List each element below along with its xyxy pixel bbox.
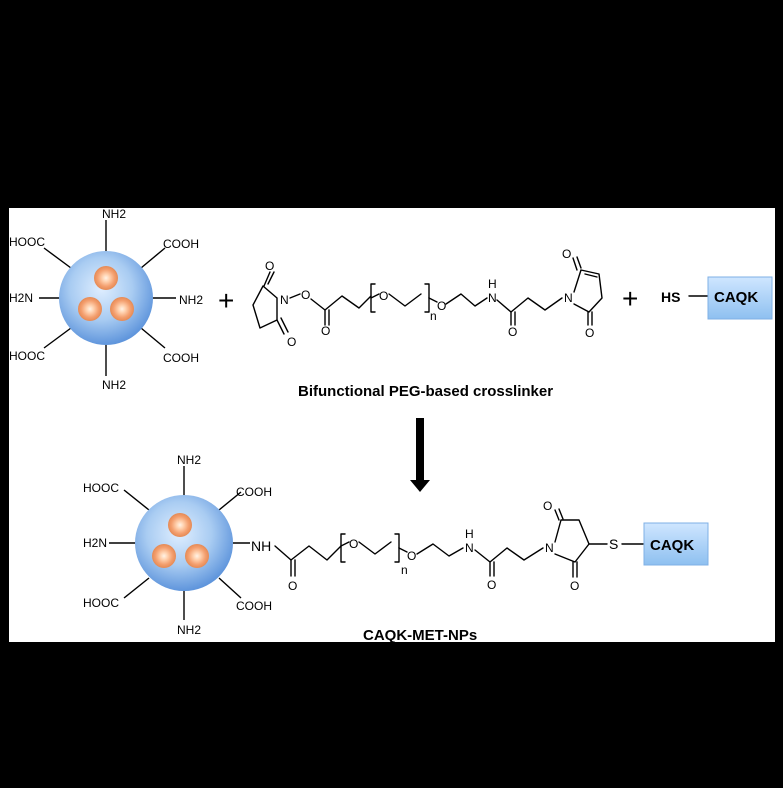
product-nanoparticle: NH2 HOOC COOH H2N HOOC COOH NH2 [83, 453, 272, 637]
atom-n: N [280, 293, 289, 307]
atom-o: O [349, 537, 358, 551]
peptide-box [643, 522, 709, 566]
nanoparticle-shell [135, 495, 233, 591]
drug-particle [110, 297, 134, 321]
atom-o: O [562, 247, 571, 261]
atom-o: O [379, 289, 388, 303]
drug-particle [152, 544, 176, 568]
atom-n: N [465, 541, 474, 555]
atom-o: O [437, 299, 446, 313]
atom-o: O [288, 579, 297, 593]
np-label-bottom: NH2 [102, 378, 126, 392]
np-label-lower-left: HOOC [83, 596, 119, 610]
atom-o: O [265, 259, 274, 273]
np-label-upper-left: HOOC [9, 235, 45, 249]
atom-o: O [287, 335, 296, 349]
plus-sign: + [622, 283, 638, 314]
drug-particle [94, 266, 118, 290]
peptide-label: CAQK [650, 537, 694, 554]
peptide-label: CAQK [714, 289, 758, 306]
crosslinker-caption: Bifunctional PEG-based crosslinker [298, 383, 553, 400]
product-caption: CAQK-MET-NPs [363, 627, 477, 642]
scheme-panel: NH2 HOOC COOH H2N NH2 HOOC COOH NH2 + O … [9, 208, 775, 642]
drug-particle [78, 297, 102, 321]
atom-o: O [487, 578, 496, 592]
drug-particle [185, 544, 209, 568]
np-label-lower-left: HOOC [9, 349, 45, 363]
atom-h: H [465, 527, 474, 541]
atom-o: O [301, 288, 310, 302]
thiol-label: HS [661, 289, 680, 305]
atom-o: O [321, 324, 330, 338]
product-linker: NH O O n O H N O N O O S CAQK [251, 499, 709, 593]
plus-sign: + [218, 285, 234, 316]
reactant-nanoparticle: NH2 HOOC COOH H2N NH2 HOOC COOH NH2 [9, 208, 203, 392]
np-label-top: NH2 [102, 208, 126, 221]
crosslinker-structure: O O N O O O n O H N O N O O [252, 247, 603, 349]
atom-h: H [488, 277, 497, 291]
np-label-bottom: NH2 [177, 623, 201, 637]
sulfur-label: S [609, 536, 618, 552]
atom-n: N [564, 291, 573, 305]
thiol-peptide: HS CAQK [661, 276, 773, 320]
reaction-arrow [410, 418, 430, 492]
repeat-n: n [401, 563, 408, 577]
peptide-box [707, 276, 773, 320]
atom-o: O [407, 549, 416, 563]
np-label-left: H2N [9, 291, 33, 305]
np-label-lower-right: COOH [236, 599, 272, 613]
atom-o: O [585, 326, 594, 340]
np-label-left: H2N [83, 536, 107, 550]
reaction-scheme: NH2 HOOC COOH H2N NH2 HOOC COOH NH2 + O … [9, 208, 773, 642]
np-label-top: NH2 [177, 453, 201, 467]
amide-nh: NH [251, 538, 271, 554]
drug-particle [168, 513, 192, 537]
np-label-upper-left: HOOC [83, 481, 119, 495]
np-label-lower-right: COOH [163, 351, 199, 365]
repeat-n: n [430, 309, 437, 323]
np-label-upper-right: COOH [163, 237, 199, 251]
np-label-right: NH2 [179, 293, 203, 307]
atom-o: O [508, 325, 517, 339]
atom-n: N [545, 541, 554, 555]
atom-n: N [488, 291, 497, 305]
nanoparticle-shell [59, 251, 153, 345]
np-label-upper-right: COOH [236, 485, 272, 499]
atom-o: O [570, 579, 579, 593]
atom-o: O [543, 499, 552, 513]
